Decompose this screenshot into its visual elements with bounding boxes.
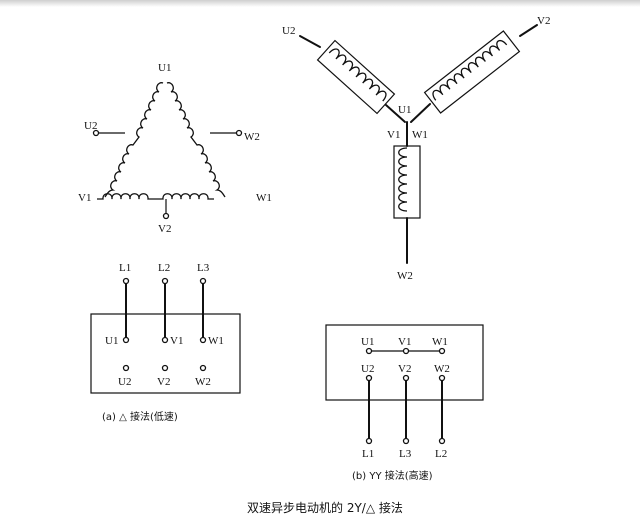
y-label-v1: V1 [387,129,400,141]
delta-line-l1-terminal [122,277,130,285]
yy-box-top-label-v1: V1 [398,336,411,348]
delta-coil-right [166,82,226,198]
delta-label-v1: V1 [78,192,91,204]
y-label-w1: W1 [412,129,428,141]
yy-terminal-u2 [365,374,373,382]
delta-box-bottom-label-v2: V2 [157,376,170,388]
delta-box-top-label-w1: W1 [208,335,224,347]
delta-label-v2: V2 [158,223,171,235]
delta-terminal-w1 [199,336,207,344]
yy-box-top-label-w1: W1 [432,336,448,348]
delta-line-l2-terminal [161,277,169,285]
y-label-v2: V2 [537,15,550,27]
delta-box-line-label-l1: L1 [119,262,131,274]
delta-box-top-label-v1: V1 [170,335,183,347]
delta-terminal-w2-box [199,364,207,372]
y-lead-v2 [519,24,538,37]
delta-label-u2: U2 [84,120,97,132]
delta-label-u1: U1 [158,62,171,74]
delta-terminal-u2-box [122,364,130,372]
delta-terminal-w2 [235,129,243,137]
delta-terminal-u2 [92,129,100,137]
y-winding: U2 V2 U1 V1 W1 W2 [282,15,550,282]
y-label-w2: W2 [397,270,413,282]
y-lead-u1-right [410,103,431,123]
yy-box-line-label-l2: L2 [435,448,447,460]
y-label-u2: U2 [282,25,295,37]
delta-terminal-v2-box [161,364,169,372]
yy-box-mid-label-w2: W2 [434,363,450,375]
delta-terminal-v1 [161,336,169,344]
yy-terminal-v1 [402,347,410,355]
delta-winding: U1 U2 W2 V1 W1 V2 [78,62,272,235]
delta-label-w1: W1 [256,192,272,204]
delta-box-bottom-label-w2: W2 [195,376,211,388]
yy-line-l1-terminal [365,437,373,445]
delta-label-w2: W2 [244,131,260,143]
yy-terminal-w1 [438,347,446,355]
delta-box-line-label-l2: L2 [158,262,170,274]
yy-terminal-w2 [438,374,446,382]
yy-line-l2-terminal [438,437,446,445]
delta-terminal-v2 [162,212,170,220]
y-coil-left [316,39,396,115]
yy-box-frame [325,324,484,401]
yy-box-line-label-l3: L3 [399,448,412,460]
y-coil-bottom [393,145,421,219]
yy-box-mid-label-v2: V2 [398,363,411,375]
y-lead-u1-left [385,104,406,123]
yy-box-top-label-u1: U1 [361,336,374,348]
y-lead-u2 [299,35,321,48]
delta-terminal-u1 [122,336,130,344]
yy-terminal-u1 [365,347,373,355]
y-label-u1: U1 [398,104,411,116]
yy-terminal-v2 [402,374,410,382]
y-coil-right [423,30,521,114]
delta-box-bottom-label-u2: U2 [118,376,131,388]
yy-box-line-label-l1: L1 [362,448,374,460]
figure-title: 双速异步电动机的 2Y/△ 接法 [247,500,403,515]
delta-line-l3-terminal [199,277,207,285]
delta-box-line-label-l3: L3 [197,262,210,274]
yy-line-l3-terminal [402,437,410,445]
delta-coil-left [104,82,164,198]
scan-top-edge [0,0,640,7]
delta-coil-bottom [97,193,214,200]
yy-box-mid-label-u2: U2 [361,363,374,375]
delta-box-top-label-u1: U1 [105,335,118,347]
yy-box-caption: (b) YY 接法(高速) [352,469,433,482]
delta-terminal-box: L1 L2 L3 U1 V1 W1 U2 V2 W2 (a) △ 接法(低速) [90,262,241,423]
delta-box-caption: (a) △ 接法(低速) [102,410,178,423]
yy-terminal-box: U1 V1 W1 U2 V2 W2 L1 L3 L2 (b) YY 接法(高速) [325,324,484,482]
